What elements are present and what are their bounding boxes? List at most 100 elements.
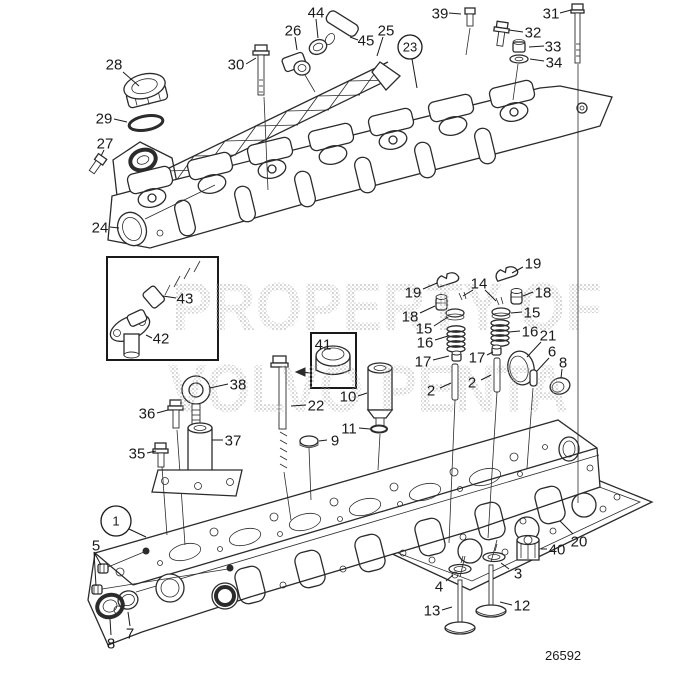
callout-18: 18 [402,308,419,325]
leader-line-17 [486,351,494,356]
bushing-40 [516,534,540,561]
callout-circle-23 [397,34,423,60]
callout-44: 44 [308,4,325,21]
callout-6: 6 [548,343,556,360]
leader-line-16 [434,335,449,341]
leader-line-19 [422,282,438,290]
lifting-eye-38 [181,375,211,427]
watermark-line1: PROPERTY OF [172,269,602,345]
leader-line-36 [156,409,169,414]
leader-line-3 [500,562,510,570]
leader-line-10 [357,392,368,397]
inset-box-41 [294,332,357,389]
leader-line-22 [290,404,307,407]
callout-18: 18 [535,284,552,301]
callout-29: 29 [96,110,113,127]
leader-line-18 [522,291,534,297]
cylinder-head [87,419,601,646]
leader-line-29 [113,118,128,123]
leader-line-8 [560,368,563,379]
callout-9: 9 [331,432,339,449]
leader-line-45 [349,36,359,41]
leader-line-39 [448,12,462,15]
leader-line-8 [109,618,112,636]
callout-17: 17 [469,349,486,366]
leader-line-17 [432,355,450,361]
callout-33: 33 [545,38,562,55]
leader-line-31 [559,9,572,14]
leader-line-32 [508,29,524,33]
callout-15: 15 [416,320,433,337]
seat-ring-4 [448,555,472,575]
leader-line-5 [93,551,97,587]
callout-3: 3 [514,565,522,582]
valve-cover [107,79,613,249]
callout-10: 10 [340,388,357,405]
leader-line-28 [122,71,140,87]
callout-22: 22 [308,397,325,414]
leader-line-16 [508,330,521,333]
leader-line-30 [245,57,257,65]
callout-15: 15 [524,304,541,321]
seal-ring-7 [117,590,139,610]
callout-16: 16 [522,323,539,340]
leader-line-14 [462,289,474,297]
callout-35: 35 [129,445,146,462]
callout-7: 7 [126,625,134,642]
breather-hose-45 [324,10,359,45]
leader-line-18 [419,305,436,314]
leader-line-20 [559,520,574,535]
callout-42: 42 [153,330,170,347]
leader-line-26 [294,36,298,51]
callout-1: 1 [112,514,119,529]
callout-30: 30 [228,56,245,73]
leader-line-44 [315,18,319,39]
leader-line-15 [510,311,523,314]
callout-34: 34 [546,54,563,71]
leader-line-2 [480,374,492,381]
leader-line-4 [445,574,454,582]
bushing-33 [512,39,526,53]
valve-train-left [435,272,467,544]
callout-19: 19 [405,284,422,301]
stud-bolt-31 [570,3,585,503]
watermark-line2: VOLVO PENTA [168,351,568,427]
callout-2: 2 [427,382,435,399]
bolt-27 [88,152,108,175]
bolt-32 [493,20,510,47]
callout-8: 8 [559,354,567,371]
callout-2: 2 [468,374,476,391]
washer-34 [509,54,529,101]
seal-ring-24 [116,184,216,247]
leader-line-23 [411,58,418,89]
callout-36: 36 [139,405,156,422]
leader-line-27 [100,149,105,157]
leader-line-25 [376,36,384,57]
callout-4: 4 [435,578,443,595]
leader-line-2 [439,382,452,389]
callout-19: 19 [525,255,542,272]
callout-27: 27 [97,135,114,152]
bolt-36 [167,399,186,546]
cup-plug-9 [299,435,319,501]
leader-line-38 [209,383,229,389]
callout-circle-1 [100,505,132,537]
inset-box-42-43 [106,256,219,361]
cup-plug-8-right [549,377,571,395]
callout-37: 37 [225,432,242,449]
seal-ring-8-bottom [95,592,125,620]
valve-12 [475,539,507,618]
leader-line-42 [145,334,153,339]
valve-13 [444,555,476,635]
callout-8: 8 [107,635,115,652]
leader-line-6 [536,357,550,372]
callout-21: 21 [540,327,557,344]
callout-5: 5 [92,537,100,554]
leader-line-5 [93,551,102,566]
leader-line-1 [128,528,147,538]
valve-train-right [487,266,523,539]
callout-11: 11 [341,420,357,437]
oil-filler-cap [123,72,169,109]
callout-32: 32 [525,24,542,41]
